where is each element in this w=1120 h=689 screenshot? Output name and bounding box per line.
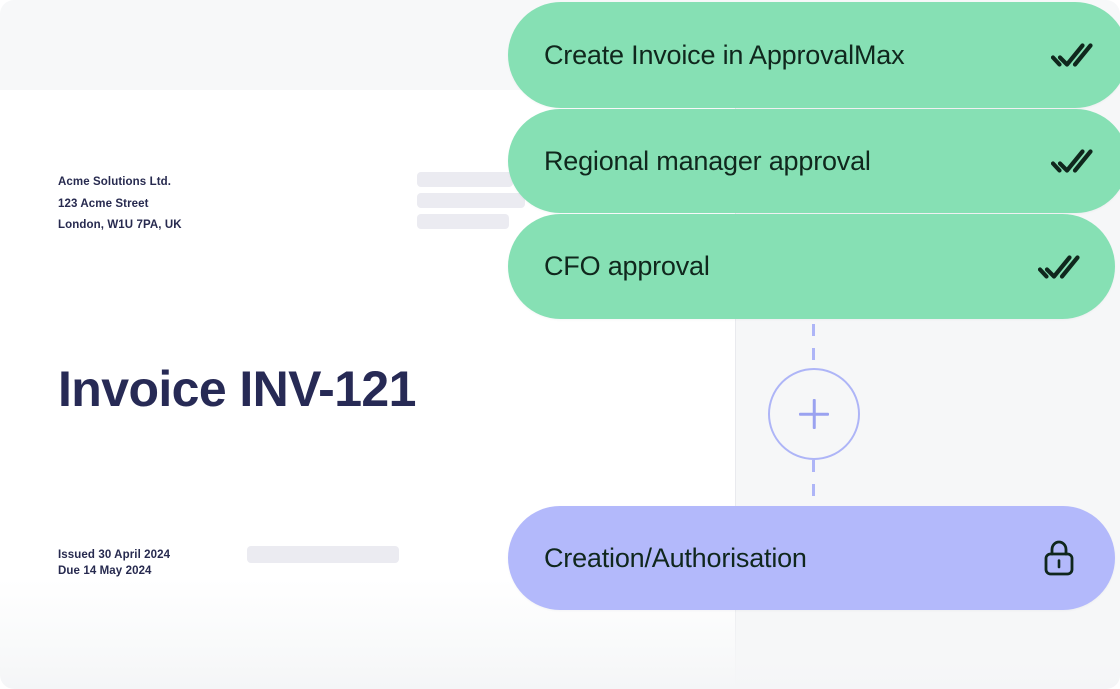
issued-date: Issued 30 April 2024 xyxy=(58,549,171,561)
page-title: Invoice INV-121 xyxy=(58,361,416,417)
placeholder-bar xyxy=(417,214,509,229)
invoice-dates: Issued 30 April 2024 Due 14 May 2024 xyxy=(58,547,170,579)
step-label: CFO approval xyxy=(544,251,710,281)
company-street: 123 Acme Street xyxy=(58,197,149,210)
due-date: Due 14 May 2024 xyxy=(58,565,152,577)
placeholder-bar xyxy=(417,172,513,187)
step-label: Create Invoice in ApprovalMax xyxy=(544,39,905,70)
double-check-icon xyxy=(1050,33,1094,77)
workflow-step-creation-authorisation[interactable]: Creation/Authorisation xyxy=(508,506,1115,610)
workflow-step-regional-manager-approval[interactable]: Regional manager approval xyxy=(508,109,1120,213)
canvas-divider xyxy=(735,90,736,689)
step-label: Regional manager approval xyxy=(544,145,871,176)
company-city: London, W1U 7PA, UK xyxy=(58,219,182,231)
double-check-icon xyxy=(1050,139,1094,183)
placeholder-bar xyxy=(247,546,399,563)
lock-icon xyxy=(1037,536,1081,580)
add-step-button[interactable] xyxy=(768,368,860,460)
company-address: Acme Solutions Ltd. 123 Acme Street Lond… xyxy=(58,172,182,237)
workflow-step-create-invoice[interactable]: Create Invoice in ApprovalMax xyxy=(508,2,1120,108)
step-label: Creation/Authorisation xyxy=(544,542,807,573)
workflow-step-cfo-approval[interactable]: CFO approval xyxy=(508,214,1115,319)
connector-line-top xyxy=(812,300,815,368)
company-name: Acme Solutions Ltd. xyxy=(58,176,172,188)
double-check-icon xyxy=(1037,245,1081,289)
placeholder-bar xyxy=(417,193,525,208)
connector-line-bottom xyxy=(812,460,815,530)
